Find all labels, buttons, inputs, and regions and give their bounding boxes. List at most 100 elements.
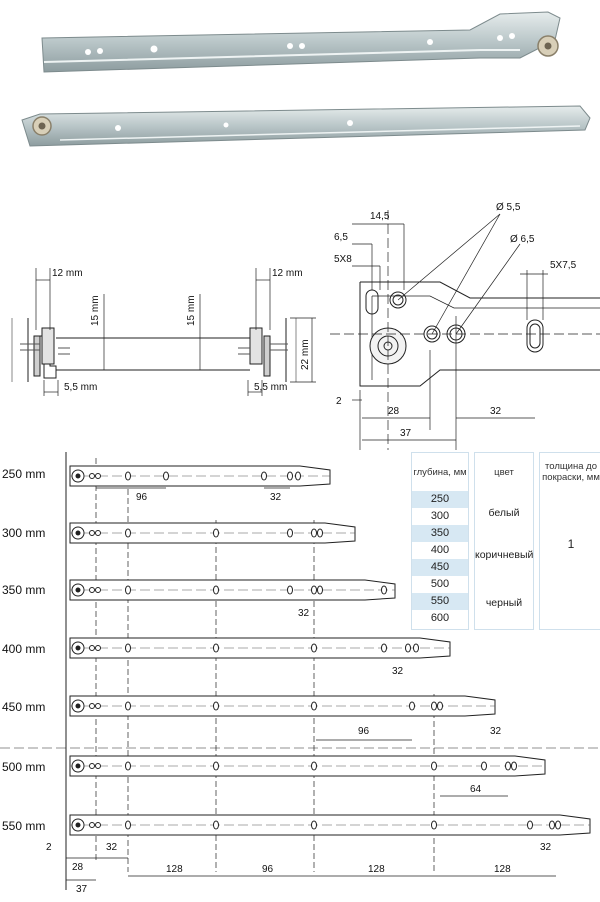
rail-hole <box>213 585 219 595</box>
rail-hole <box>287 471 293 481</box>
detail-2: 2 <box>336 396 342 407</box>
rail-hole <box>95 763 101 769</box>
top-rail-holes <box>85 33 515 55</box>
rail-hole <box>311 643 317 653</box>
depth-header: глубина, мм <box>412 453 468 491</box>
color-brown: коричневый <box>475 549 534 561</box>
rail-hole <box>95 530 101 536</box>
detail-hole-6-5: Ø 6,5 <box>510 234 535 245</box>
rail-hole <box>431 701 437 711</box>
rail-drawing <box>69 522 356 544</box>
base-32: 32 <box>106 842 118 853</box>
depth-cell: 600 <box>412 610 468 627</box>
rail-hole <box>481 761 487 771</box>
detail-hole-5-5: Ø 5,5 <box>496 202 521 213</box>
depth-cell: 300 <box>412 508 468 525</box>
rail-drawing <box>69 695 496 717</box>
color-white: белый <box>488 507 520 519</box>
rail-hole <box>125 701 131 711</box>
span-128-c: 128 <box>494 864 511 875</box>
detail-28: 28 <box>388 406 400 417</box>
rail-hole <box>311 528 317 538</box>
rail-hole <box>555 820 561 830</box>
rail-hole <box>431 820 437 830</box>
rail-hole <box>95 703 101 709</box>
rail-hole <box>287 528 293 538</box>
rail-hole <box>95 822 101 828</box>
depth-cell: 450 <box>412 559 468 576</box>
rail-hole <box>413 643 419 653</box>
rail-hole <box>125 761 131 771</box>
spacing-350-32: 32 <box>298 608 310 619</box>
rail-hole <box>89 473 95 479</box>
rail-hole <box>261 471 267 481</box>
depth-cell: 350 <box>412 525 468 542</box>
rail-hole <box>511 761 517 771</box>
spacing-450-96: 96 <box>358 726 370 737</box>
span-128-b: 128 <box>368 864 385 875</box>
rail-drawing <box>69 814 591 836</box>
rail-hole <box>431 761 437 771</box>
depth-cell: 400 <box>412 542 468 559</box>
rail-hole <box>213 528 219 538</box>
spacing-250-32: 32 <box>270 492 282 503</box>
rail-end-detail-drawing <box>330 210 600 450</box>
rail-hole <box>89 645 95 651</box>
rail-hole <box>125 471 131 481</box>
rail-hole <box>125 585 131 595</box>
rail-hole <box>311 761 317 771</box>
spacing-250-96: 96 <box>136 492 148 503</box>
rail-hole <box>89 530 95 536</box>
rail-hole <box>125 528 131 538</box>
spacing-400-32: 32 <box>392 666 404 677</box>
length-label-450: 450 mm <box>2 700 45 714</box>
depth-cell: 250 <box>412 491 468 508</box>
thickness-header: толщина до покраски, мм <box>540 453 600 491</box>
color-header: цвет <box>475 453 533 491</box>
rail-hole <box>213 820 219 830</box>
depth-cell: 550 <box>412 593 468 610</box>
detail-32: 32 <box>490 406 502 417</box>
rail-hole <box>89 763 95 769</box>
rail-hole <box>317 528 323 538</box>
rail-hole <box>213 761 219 771</box>
rail-hole <box>213 643 219 653</box>
rail-hole <box>125 643 131 653</box>
rail-hole <box>89 703 95 709</box>
rail-drawing <box>69 465 331 487</box>
rail-hole <box>381 585 387 595</box>
rail-drawing <box>69 637 451 659</box>
rails-layer <box>69 465 591 836</box>
detail-6-5: 6,5 <box>334 232 348 243</box>
rail-hole <box>549 820 555 830</box>
length-label-250: 250 mm <box>2 467 45 481</box>
rail-hole <box>89 587 95 593</box>
rail-hole <box>311 585 317 595</box>
rail-hole <box>409 701 415 711</box>
span-128-a: 128 <box>166 864 183 875</box>
length-label-300: 300 mm <box>2 526 45 540</box>
rail-hole <box>505 761 511 771</box>
rail-hole <box>287 585 293 595</box>
length-label-350: 350 mm <box>2 583 45 597</box>
rail-hole <box>295 471 301 481</box>
rail-hole <box>213 701 219 711</box>
base-37: 37 <box>76 884 88 895</box>
rail-hole <box>311 820 317 830</box>
rail-hole <box>527 820 533 830</box>
base-2: 2 <box>46 842 52 853</box>
length-label-550: 550 mm <box>2 819 45 833</box>
profile-rail-height: 22 mm <box>300 339 311 370</box>
span-96: 96 <box>262 864 274 875</box>
rail-hole <box>437 701 443 711</box>
profile-left-gap: 12 mm <box>52 268 83 279</box>
base-28: 28 <box>72 862 84 873</box>
spacing-500-32: 32 <box>490 726 502 737</box>
rail-hole <box>311 701 317 711</box>
bottom-dimension-lines <box>66 487 556 881</box>
rail-hole <box>405 643 411 653</box>
